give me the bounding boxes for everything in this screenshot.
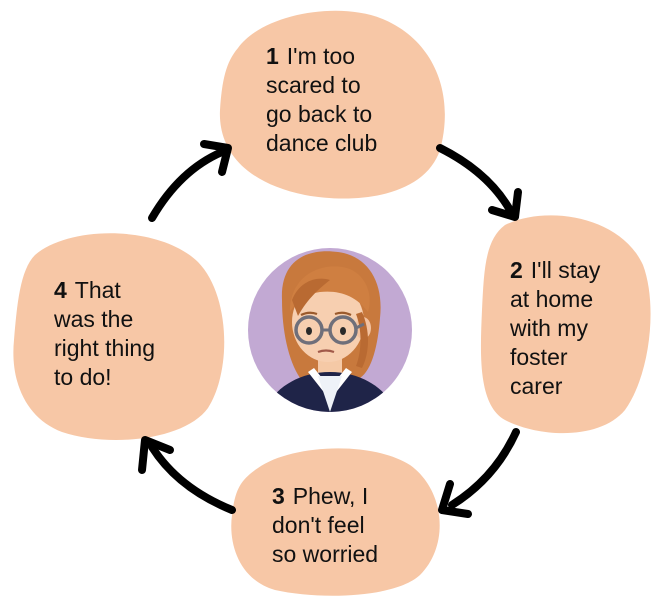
step-4-line-2: was the xyxy=(54,306,134,332)
step-2-line-5: carer xyxy=(510,373,563,399)
step-2-line-4: foster xyxy=(510,344,568,370)
bubble-step-2 xyxy=(480,215,651,434)
arrow-1-to-2 xyxy=(436,144,522,221)
bubble-step-4 xyxy=(13,233,225,440)
step-1-number: 1 xyxy=(266,43,279,69)
step-3-line-2: don't feel xyxy=(272,512,365,538)
step-2-line-3: with my xyxy=(510,315,588,341)
girl-with-glasses-portrait xyxy=(248,248,412,412)
step-2-number: 2 xyxy=(510,257,523,283)
bubble-step-3 xyxy=(231,448,440,596)
arrow-2-to-3 xyxy=(438,428,520,518)
step-2-line-2: at home xyxy=(510,286,594,312)
step-4-line-3: right thing xyxy=(54,335,156,361)
step-1-line-4: dance club xyxy=(266,130,378,156)
step-1-line-2: scared to xyxy=(266,72,361,98)
step-4-number: 4 xyxy=(54,277,67,303)
arrow-4-to-1 xyxy=(148,140,232,222)
bubble-step-1 xyxy=(219,10,445,199)
step-1-line-3: go back to xyxy=(266,101,373,127)
step-3-number: 3 xyxy=(272,483,285,509)
arrow-3-to-4 xyxy=(138,436,236,514)
step-3-line-3: so worried xyxy=(272,541,379,567)
step-4-line-4: to do! xyxy=(54,364,112,390)
